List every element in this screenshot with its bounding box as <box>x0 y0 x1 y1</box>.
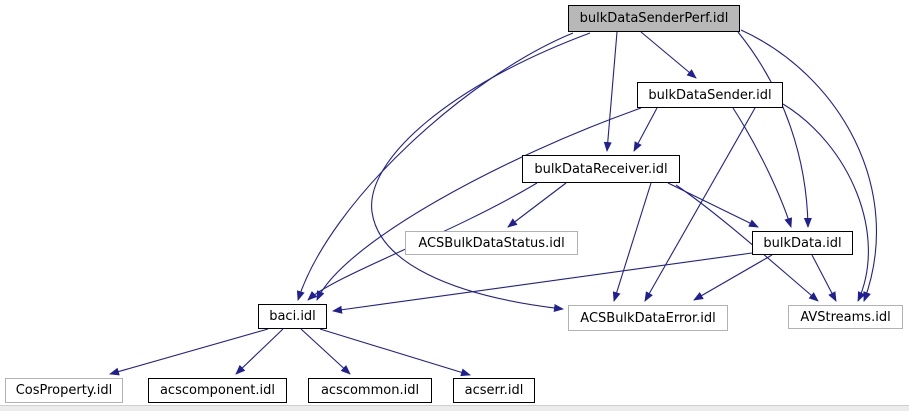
node-label-bulkdata: bulkData.idl <box>763 235 842 251</box>
node-bulkdata[interactable]: bulkData.idl <box>752 231 853 255</box>
edge-baci-to-acscommon <box>300 328 351 375</box>
node-label-cosproperty: CosProperty.idl <box>15 383 113 398</box>
node-baci[interactable]: baci.idl <box>258 304 327 329</box>
node-label-baci: baci.idl <box>269 309 316 324</box>
edge-receiver-to-baci <box>307 182 538 301</box>
edge-sender-to-avstreams <box>782 103 869 302</box>
bottom-edge-strip <box>0 405 909 411</box>
node-senderperf[interactable]: bulkDataSenderPerf.idl <box>568 5 740 32</box>
node-acserr[interactable]: acserr.idl <box>453 378 535 403</box>
edge-sender-to-baci <box>316 107 642 301</box>
edge-sender-to-error <box>644 107 756 302</box>
edge-baci-to-cosproperty <box>109 328 269 376</box>
node-label-acscomponent: acscomponent.idl <box>159 383 276 398</box>
edge-senderperf-to-baci <box>296 32 574 301</box>
edge-baci-to-acscomponent <box>235 328 284 375</box>
edge-sender-to-receiver <box>633 107 658 152</box>
node-label-sender: bulkDataSender.idl <box>648 87 772 103</box>
node-label-error: ACSBulkDataError.idl <box>580 310 716 326</box>
edge-senderperf-to-receiver <box>603 31 618 152</box>
node-label-acserr: acserr.idl <box>464 383 524 398</box>
edge-receiver-to-bulkdata <box>667 182 759 228</box>
node-label-avstreams: AVStreams.idl <box>800 309 891 325</box>
edge-receiver-to-status <box>507 182 567 228</box>
edge-senderperf-to-error <box>371 32 591 312</box>
node-label-senderperf: bulkDataSenderPerf.idl <box>579 11 729 26</box>
node-label-status: ACSBulkDataStatus.idl <box>418 235 565 251</box>
node-cosproperty[interactable]: CosProperty.idl <box>5 378 123 403</box>
edge-baci-to-acserr <box>319 328 471 377</box>
node-label-receiver: bulkDataReceiver.idl <box>534 161 668 177</box>
edge-senderperf-to-bulkdata <box>737 31 812 228</box>
node-error[interactable]: ACSBulkDataError.idl <box>568 305 728 331</box>
node-avstreams[interactable]: AVStreams.idl <box>788 305 903 329</box>
edge-sender-to-bulkdata <box>732 107 793 228</box>
edge-bulkdata-to-baci <box>332 252 753 314</box>
edge-senderperf-to-avstreams <box>740 29 878 302</box>
node-status[interactable]: ACSBulkDataStatus.idl <box>405 231 578 255</box>
edge-bulkdata-to-error <box>693 254 773 301</box>
edge-senderperf-to-sender <box>640 31 697 79</box>
node-receiver[interactable]: bulkDataReceiver.idl <box>522 155 680 183</box>
node-acscomponent[interactable]: acscomponent.idl <box>148 378 287 403</box>
edge-receiver-to-error <box>612 182 652 302</box>
edge-bulkdata-to-avstreams <box>811 254 837 302</box>
node-acscommon[interactable]: acscommon.idl <box>308 378 432 403</box>
edge-receiver-to-avstreams <box>675 184 819 302</box>
node-label-acscommon: acscommon.idl <box>320 383 420 398</box>
node-sender[interactable]: bulkDataSender.idl <box>637 82 783 108</box>
